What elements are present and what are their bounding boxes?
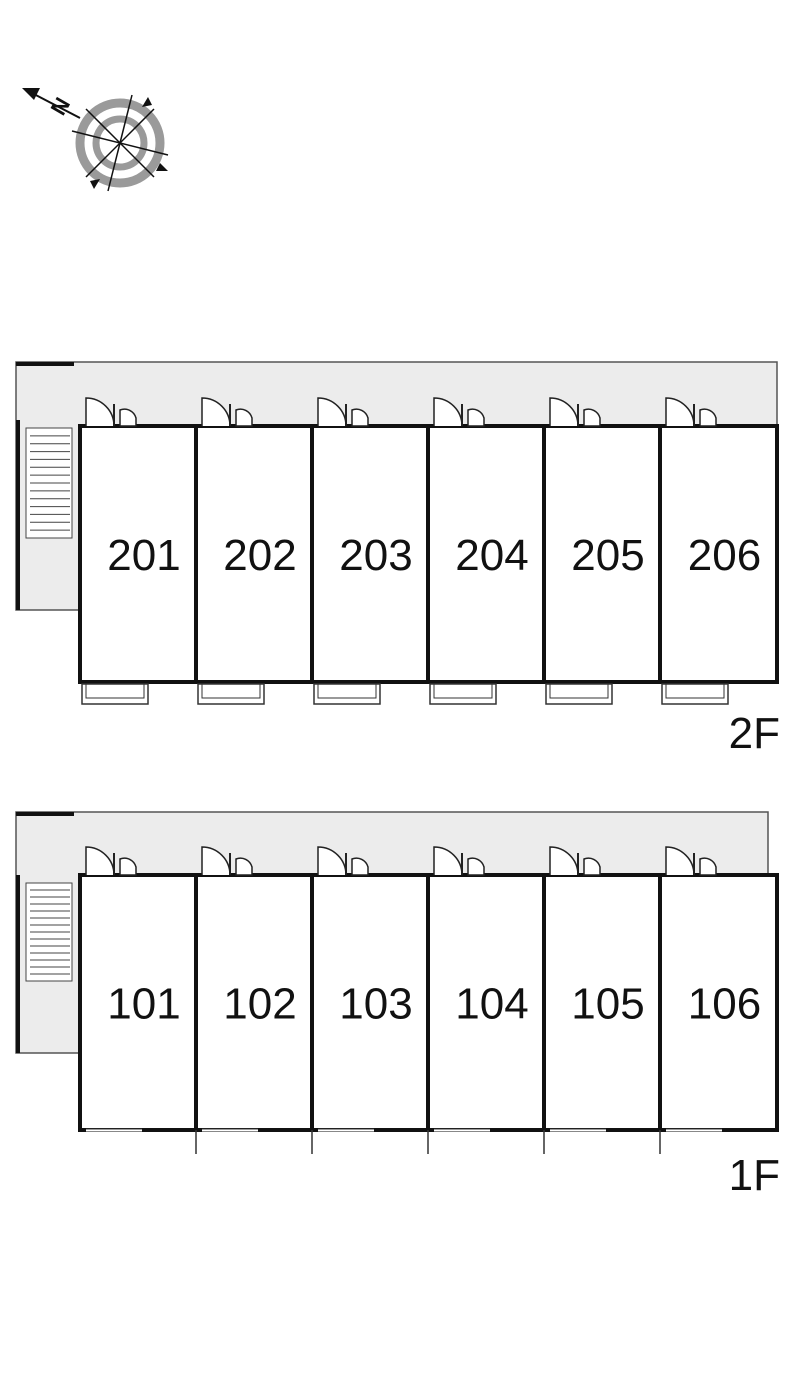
unit-201: 201 <box>78 397 198 705</box>
north-label: N <box>46 93 76 119</box>
balcony <box>429 683 497 705</box>
meter-box-icon <box>467 408 485 427</box>
unit-outline <box>542 424 662 684</box>
unit-104: 104 <box>426 846 546 1154</box>
meter-box-icon <box>119 857 137 876</box>
unit-number: 106 <box>688 980 761 1029</box>
unit-102: 102 <box>194 846 314 1154</box>
unit-outline <box>310 424 430 684</box>
unit-number: 206 <box>688 531 761 580</box>
unit-number: 104 <box>455 980 528 1029</box>
unit-outline <box>426 873 546 1132</box>
meter-box-icon <box>467 857 485 876</box>
unit-outline <box>78 873 198 1132</box>
meter-box-icon <box>119 408 137 427</box>
unit-outline <box>426 424 546 684</box>
unit-101: 101 <box>78 846 198 1132</box>
floor-label: 2F <box>729 709 780 758</box>
balcony <box>545 683 613 705</box>
meter-box-icon <box>235 857 253 876</box>
meter-box-icon <box>699 408 717 427</box>
unit-number: 102 <box>223 980 296 1029</box>
unit-205: 205 <box>542 397 662 705</box>
floor-1F: 101 102 103 104 105 106 1F <box>15 811 780 1200</box>
balcony <box>661 683 729 705</box>
balcony-inner <box>433 683 493 699</box>
balcony-inner <box>85 683 145 699</box>
unit-number: 201 <box>107 531 180 580</box>
unit-202: 202 <box>194 397 314 705</box>
floor-2F: 201 202 203 204 205 206 2F <box>15 361 780 758</box>
floors-layer: 201 202 203 204 205 206 2F 101 102 103 104 105 106 1F <box>15 361 780 1200</box>
balcony <box>197 683 265 705</box>
meter-box-icon <box>699 857 717 876</box>
balcony-inner <box>549 683 609 699</box>
unit-number: 205 <box>571 531 644 580</box>
meter-box-icon <box>583 857 601 876</box>
unit-number: 202 <box>223 531 296 580</box>
balcony-inner <box>201 683 261 699</box>
meter-box-icon <box>235 408 253 427</box>
unit-outline <box>194 424 314 684</box>
meter-box-icon <box>583 408 601 427</box>
unit-203: 203 <box>310 397 430 705</box>
north-arrow-icon: N <box>22 88 81 119</box>
unit-number: 101 <box>107 980 180 1029</box>
unit-number: 103 <box>339 980 412 1029</box>
meter-box-icon <box>351 408 369 427</box>
meter-box-icon <box>351 857 369 876</box>
balcony <box>313 683 381 705</box>
floor-label: 1F <box>729 1151 780 1200</box>
unit-106: 106 <box>658 846 779 1154</box>
unit-204: 204 <box>426 397 546 705</box>
unit-outline <box>658 424 779 684</box>
unit-number: 105 <box>571 980 644 1029</box>
unit-206: 206 <box>658 397 779 705</box>
balcony <box>81 683 149 705</box>
unit-number: 203 <box>339 531 412 580</box>
unit-105: 105 <box>542 846 662 1154</box>
balcony-inner <box>665 683 725 699</box>
staircase <box>25 427 73 539</box>
compass-rose-icon <box>71 94 169 192</box>
unit-number: 204 <box>455 531 528 580</box>
staircase <box>25 882 73 982</box>
unit-outline <box>310 873 430 1132</box>
balcony-inner <box>317 683 377 699</box>
unit-103: 103 <box>310 846 430 1154</box>
